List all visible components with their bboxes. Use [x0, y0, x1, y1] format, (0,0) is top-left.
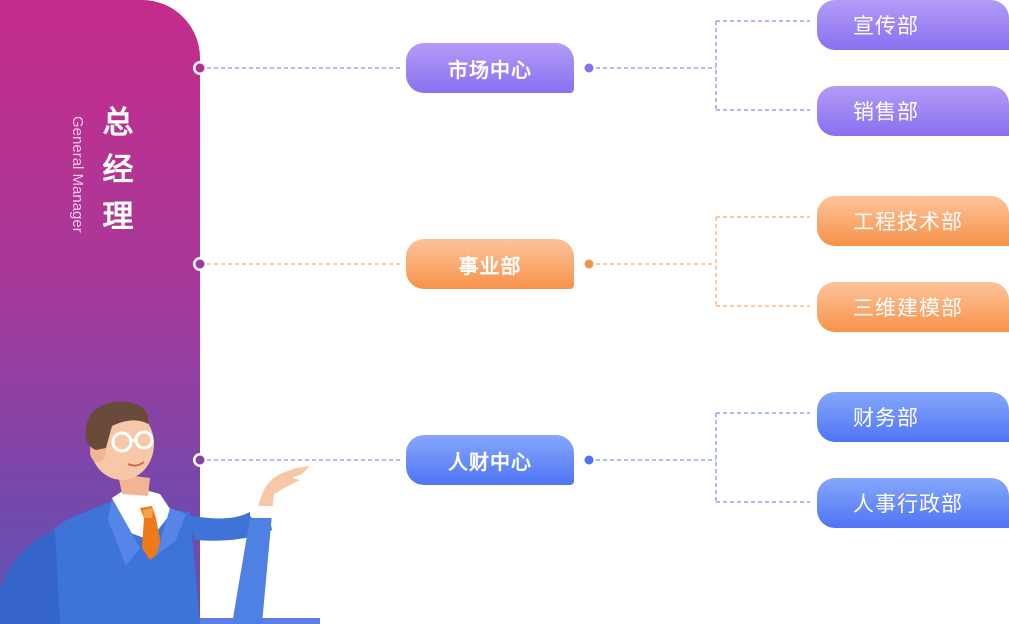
connector-hr-finance [193, 412, 810, 503]
general-manager-title: 总 经 理 [96, 100, 140, 241]
dept-engineering: 工程技术部 [817, 196, 1009, 246]
dept-sales: 销售部 [817, 86, 1009, 136]
businessman-illustration [0, 401, 320, 624]
gm-title-char: 理 [102, 199, 134, 235]
center-business: 事业部 [406, 239, 574, 289]
connector-business [193, 216, 810, 307]
dept-finance: 财务部 [817, 392, 1009, 442]
dept-3d-modeling: 三维建模部 [817, 282, 1009, 332]
gm-title-char: 经 [102, 152, 134, 188]
gm-title-char: 总 [102, 105, 134, 141]
connector-market [193, 20, 810, 111]
center-hr-finance: 人财中心 [406, 435, 574, 485]
center-market: 市场中心 [406, 43, 574, 93]
dept-publicity: 宣传部 [817, 0, 1009, 50]
dept-hr-admin: 人事行政部 [817, 478, 1009, 528]
